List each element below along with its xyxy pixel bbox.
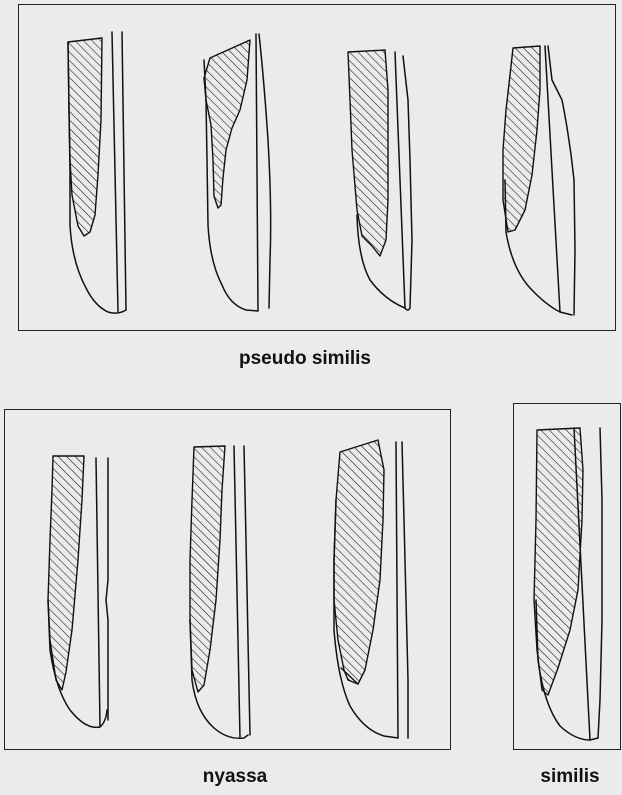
hatched-region (48, 456, 84, 690)
specimen-pseudo-similis-3 (348, 50, 412, 310)
specimen-pseudo-similis-1 (68, 32, 126, 313)
specimen-pseudo-similis-2 (204, 34, 271, 311)
specimen-nyassa-1 (48, 456, 108, 727)
specimen-similis-1 (534, 428, 602, 740)
caption-nyassa: nyassa (170, 766, 300, 788)
hatched-region (204, 40, 250, 208)
hatched-region (190, 446, 225, 692)
caption-similis: similis (520, 766, 620, 788)
hatched-region (348, 50, 388, 256)
caption-pseudo-similis: pseudo similis (200, 348, 410, 370)
hatched-region (68, 38, 102, 236)
specimen-nyassa-2 (190, 446, 250, 738)
hatched-region (334, 440, 384, 684)
specimen-nyassa-3 (334, 440, 408, 738)
hatched-region (503, 46, 540, 232)
specimen-pseudo-similis-4 (503, 46, 575, 315)
